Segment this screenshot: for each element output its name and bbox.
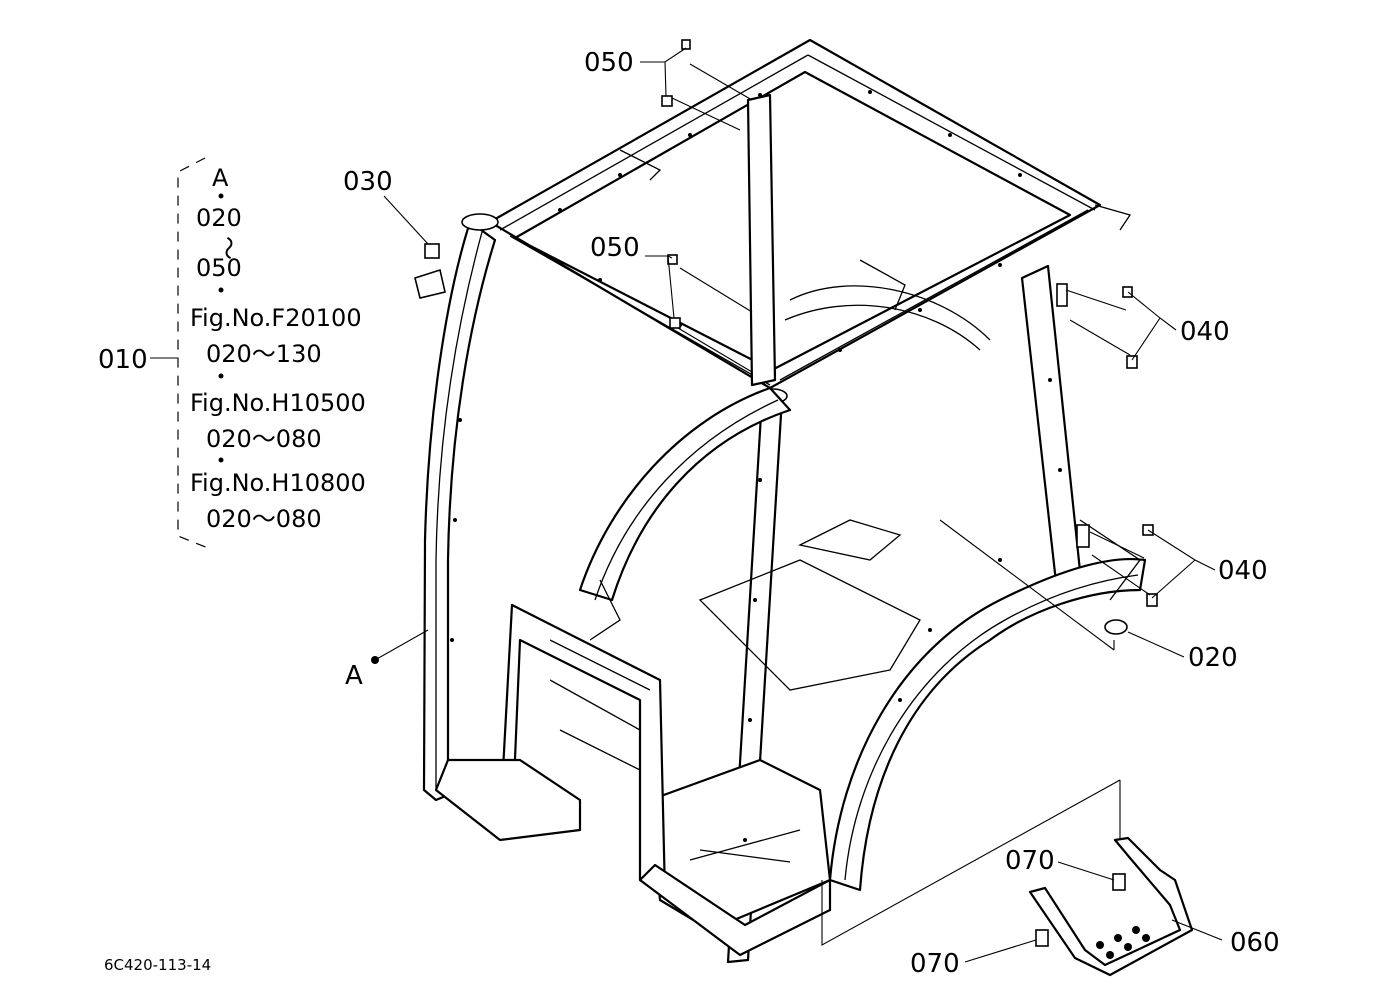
note-line-1: A <box>212 164 229 192</box>
cab-frame-drawing <box>414 38 1158 964</box>
roof-frame <box>488 38 1102 390</box>
callout-labels: 010 020 030 040 040 050 050 060 070 070 … <box>98 48 1280 979</box>
left-pillar-cap <box>461 213 499 231</box>
note-line-2: 020 <box>196 204 242 232</box>
floor-deck <box>698 519 921 691</box>
note-line-6: 020〜130 <box>206 340 322 368</box>
part-040-lower-rod <box>1076 524 1090 548</box>
callout-040-upper: 040 <box>1180 317 1230 347</box>
part-050-mid-nut <box>669 317 681 329</box>
step-assembly-060 <box>1028 836 1194 977</box>
note-line-7: Fig.No.H10500 <box>190 389 366 417</box>
part-070-lower-bolt <box>1035 929 1049 947</box>
callout-040-lower: 040 <box>1218 556 1268 586</box>
note-line-8: 020〜080 <box>206 425 322 453</box>
note-line-5: Fig.No.F20100 <box>190 304 362 332</box>
note-line-10: 020〜080 <box>206 505 322 533</box>
callout-010: 010 <box>98 345 148 375</box>
callout-050-mid: 050 <box>590 233 640 263</box>
part-050-top-cap <box>681 39 691 50</box>
note-line-3: 〜 <box>214 236 242 260</box>
part-040-upper-b <box>1126 355 1138 369</box>
callout-030: 030 <box>343 167 393 197</box>
rear-center-post <box>746 93 777 387</box>
callout-020: 020 <box>1188 643 1238 673</box>
left-base <box>434 758 582 842</box>
rivet-holes <box>450 90 1062 842</box>
callout-060: 060 <box>1230 928 1280 958</box>
callout-050-top: 050 <box>584 48 634 78</box>
part-040-upper-a <box>1122 286 1133 298</box>
part-050-top-nut <box>661 95 673 107</box>
note-line-9: Fig.No.H10800 <box>190 469 366 497</box>
note-line-4: 050 <box>196 254 242 282</box>
assembly-note: A 020 〜 050 Fig.No.F20100 020〜130 Fig.No… <box>177 157 366 549</box>
ref-a-dot <box>371 656 379 664</box>
step-bracket <box>1028 836 1194 977</box>
part-040-lower-b <box>1146 593 1158 607</box>
left-fender <box>578 386 792 602</box>
roof-inner-rails <box>499 54 1096 386</box>
leader-lines <box>150 47 1223 963</box>
part-040-rod <box>1056 283 1068 307</box>
dash-panel <box>498 603 667 897</box>
part-020-bushing <box>1104 619 1128 635</box>
drawing-code: 6C420-113-14 <box>104 956 211 974</box>
left-front-pillar <box>422 220 497 802</box>
rear-right-post <box>1020 264 1084 602</box>
rear-arch <box>784 285 991 351</box>
callout-070-lower: 070 <box>910 949 960 979</box>
front-base <box>638 863 832 957</box>
callout-070-upper: 070 <box>1005 846 1055 876</box>
callout-ref-a: A <box>345 661 363 691</box>
right-fender <box>828 557 1147 892</box>
part-030-bracket <box>414 268 446 299</box>
part-070-upper-bolt <box>1112 873 1126 891</box>
part-030-bushing <box>424 243 440 259</box>
